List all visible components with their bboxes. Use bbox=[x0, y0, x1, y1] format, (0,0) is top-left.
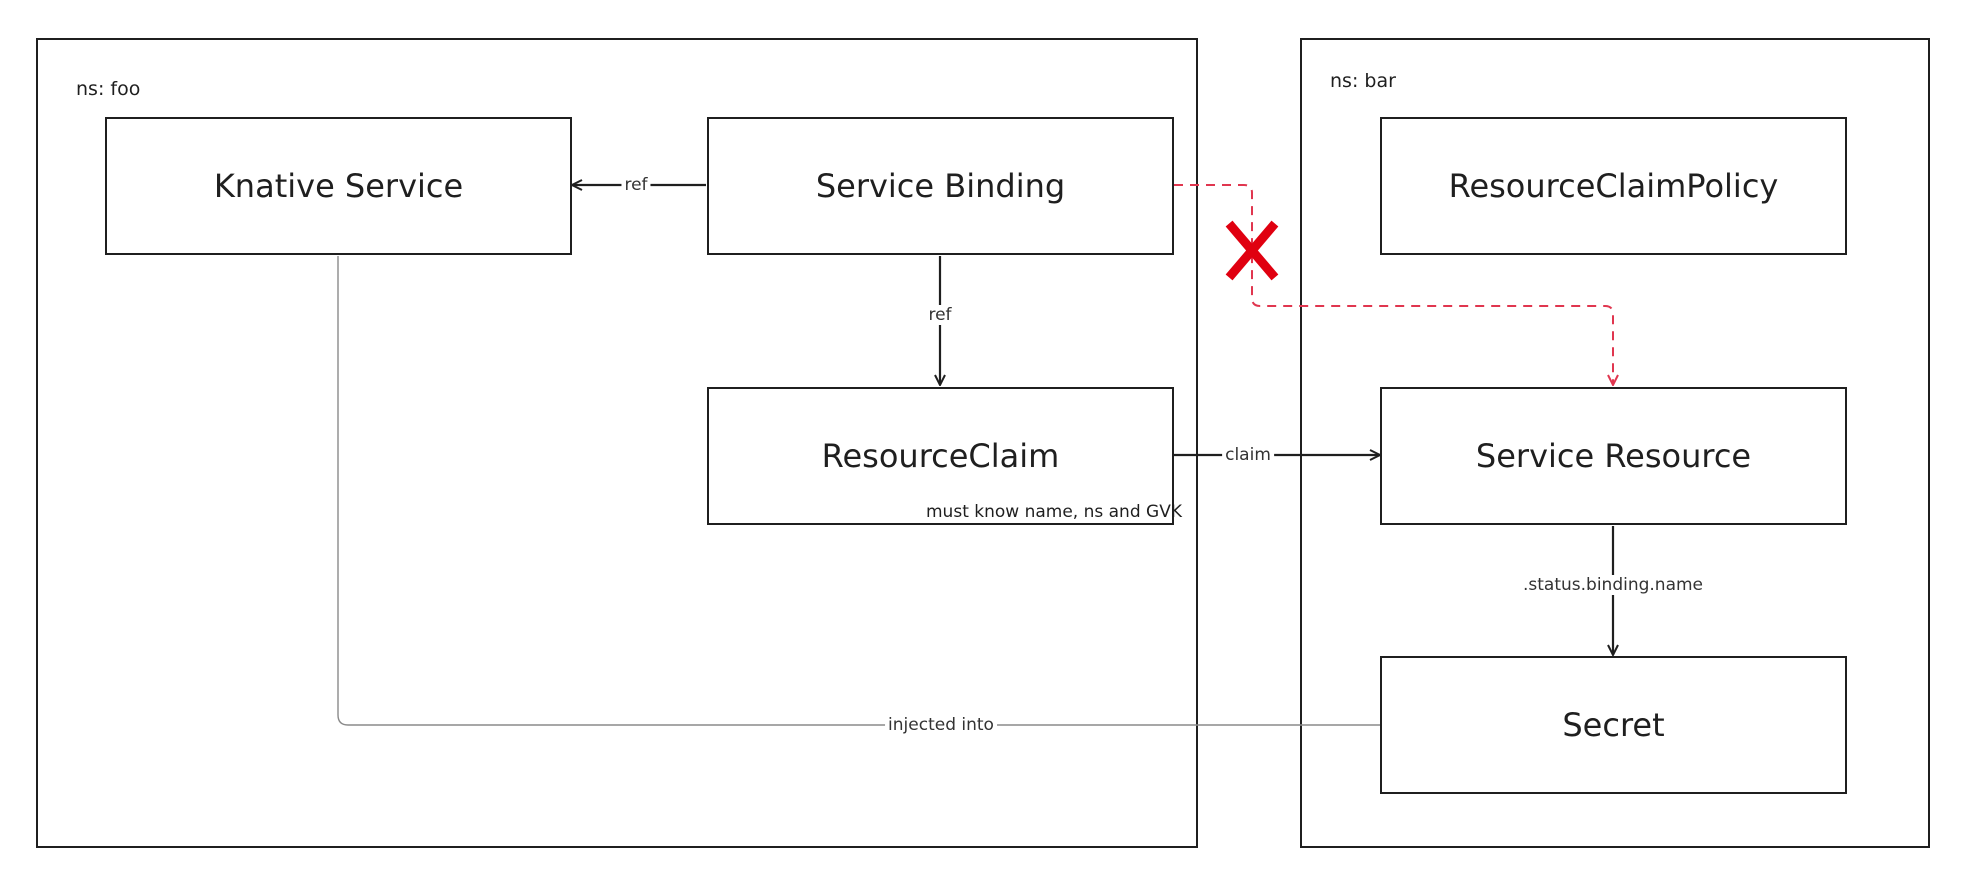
node-service-binding: Service Binding bbox=[707, 117, 1174, 255]
node-service-resource: Service Resource bbox=[1380, 387, 1847, 525]
node-resource-claim: ResourceClaim bbox=[707, 387, 1174, 525]
edge-label-binding-to-knative: ref bbox=[621, 175, 651, 195]
edge-blocked-binding-to-resource bbox=[1174, 184, 1613, 385]
resource-claim-note: must know name, ns and GVK bbox=[926, 502, 1182, 522]
edge-label-binding-to-claim: ref bbox=[925, 305, 955, 325]
blocked-cross-icon bbox=[1225, 220, 1279, 281]
namespace-foo bbox=[36, 38, 1198, 848]
namespace-bar-label: ns: bar bbox=[1330, 70, 1396, 92]
node-resource-claim-policy: ResourceClaimPolicy bbox=[1380, 117, 1847, 255]
edge-label-claim-to-resource: claim bbox=[1222, 445, 1274, 465]
namespace-bar bbox=[1300, 38, 1930, 848]
namespace-foo-label: ns: foo bbox=[76, 78, 141, 100]
node-secret: Secret bbox=[1380, 656, 1847, 794]
edge-label-resource-to-secret: .status.binding.name bbox=[1519, 575, 1707, 595]
edge-label-secret-to-knative: injected into bbox=[885, 715, 997, 735]
node-knative-service: Knative Service bbox=[105, 117, 572, 255]
edge-secret-to-knative bbox=[337, 256, 1381, 726]
